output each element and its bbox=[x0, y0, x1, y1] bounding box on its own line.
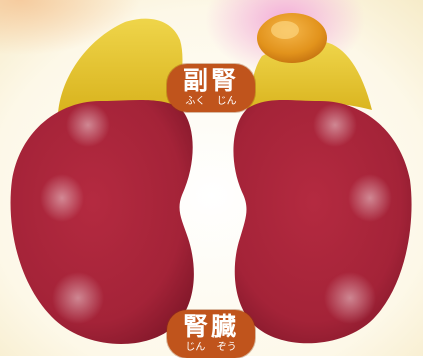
kidney-highlight bbox=[66, 103, 110, 147]
kidney-label: 腎臓 じん ぞう bbox=[167, 310, 255, 358]
kidney-reading: じん ぞう bbox=[185, 342, 237, 353]
adrenal-gland-kanji: 副腎 bbox=[182, 66, 239, 95]
adrenal-gland-reading: ふく じん bbox=[185, 96, 237, 107]
adrenal-gland-label: 副腎 ふく じん bbox=[167, 64, 255, 112]
kidney-highlight bbox=[52, 272, 104, 324]
kidney-kanji: 腎臓 bbox=[182, 312, 239, 341]
kidney-highlight bbox=[313, 103, 357, 147]
background-glow bbox=[0, 0, 140, 55]
nodule-shine bbox=[271, 21, 299, 39]
kidney-highlight bbox=[348, 174, 392, 222]
kidney-highlight bbox=[40, 174, 84, 222]
kidney-highlight bbox=[324, 272, 376, 324]
left-adrenal-gland bbox=[58, 18, 183, 116]
left-kidney bbox=[10, 99, 194, 344]
adrenal-nodule bbox=[257, 13, 327, 63]
